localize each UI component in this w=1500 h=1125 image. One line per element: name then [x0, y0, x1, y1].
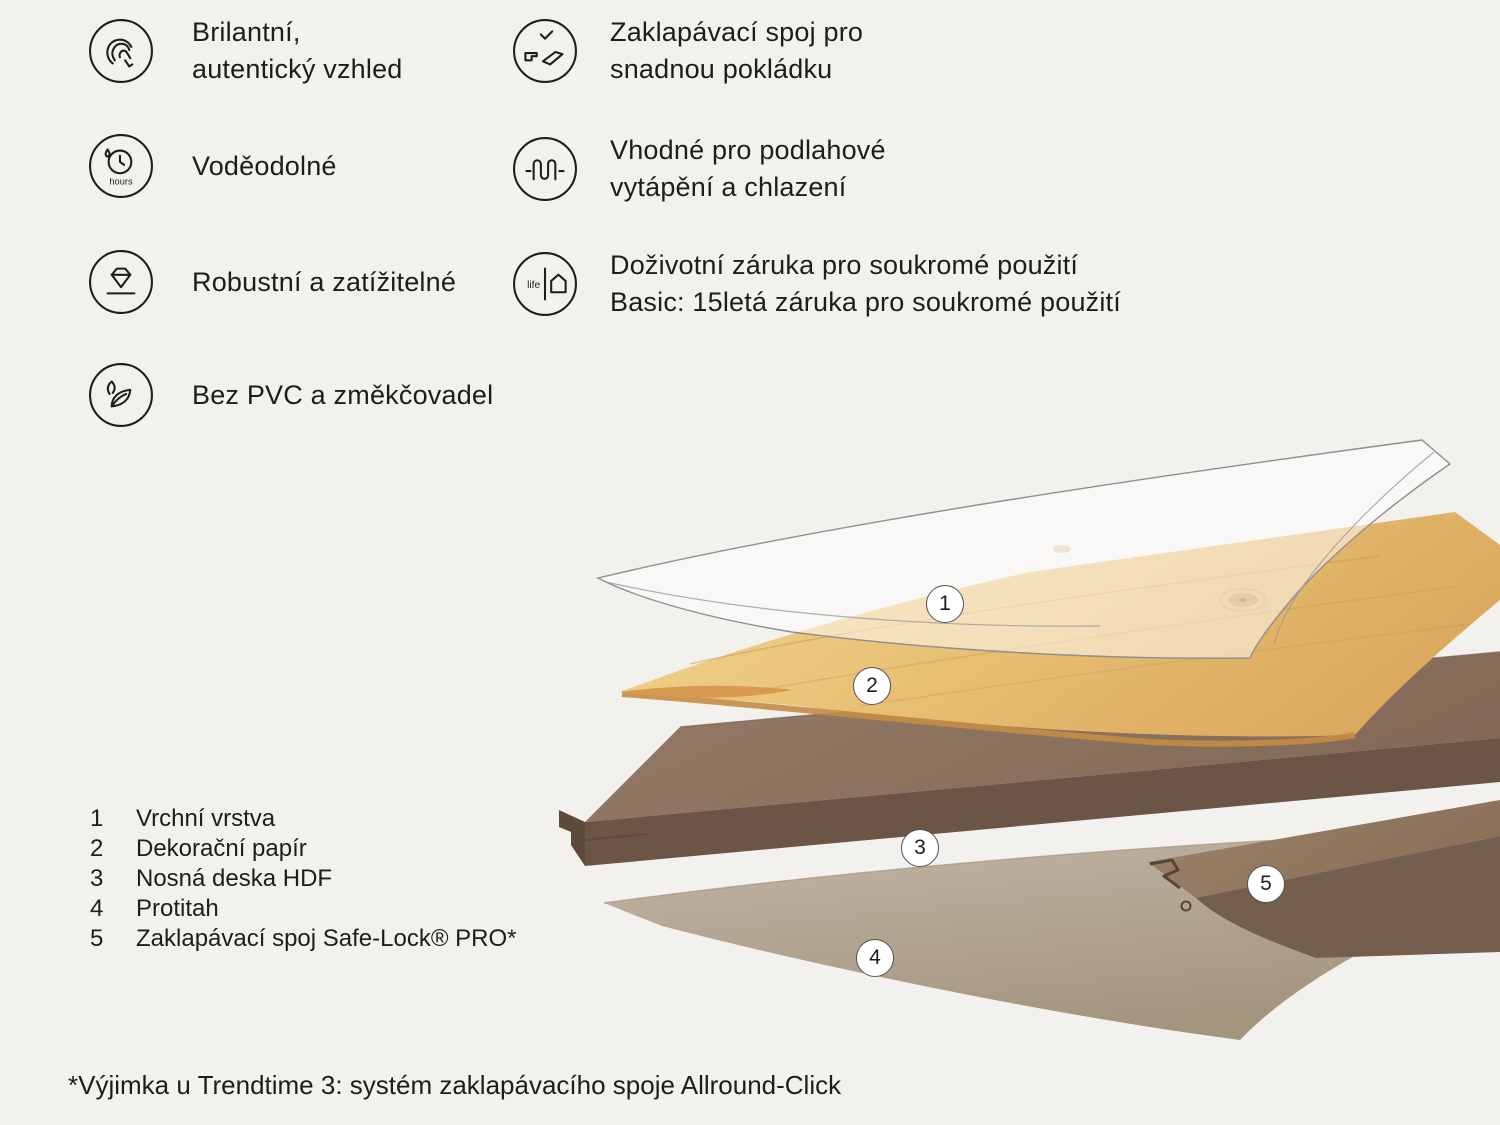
legend-label: Nosná deska HDF	[136, 865, 333, 892]
legend-number: 2	[90, 835, 104, 862]
feature-label: Voděodolné	[192, 148, 337, 185]
feature-floor-heating: Vhodné pro podlahové vytápění a chlazení	[512, 132, 886, 206]
feature-water-resistant: hours Voděodolné	[88, 133, 337, 199]
feature-line: Basic: 15letá záruka pro soukromé použit…	[610, 287, 1121, 317]
layer-top-transparent	[596, 439, 1452, 659]
lifetime-warranty-icon: life	[512, 251, 578, 317]
feature-label: Doživotní záruka pro soukromé použití Ba…	[610, 247, 1121, 321]
layer-legend: 1 Vrchní vrstva 2 Dekorační papír 3 Nosn…	[90, 804, 517, 954]
feature-line: vytápění a chlazení	[610, 172, 847, 202]
legend-number: 3	[90, 865, 104, 892]
feature-line: Vhodné pro podlahové	[610, 135, 886, 165]
layer-badge-5-label: 5	[1260, 872, 1272, 895]
plank-joint-piece	[1148, 800, 1500, 958]
feature-label: Vhodné pro podlahové vytápění a chlazení	[610, 132, 886, 206]
water-icon-label: hours	[109, 177, 133, 187]
floor-heating-icon	[512, 136, 578, 202]
feature-line: autentický vzhled	[192, 54, 403, 84]
layer-badge-2-label: 2	[866, 674, 878, 697]
feature-line: Doživotní záruka pro soukromé použití	[610, 250, 1079, 280]
layer-badge-1: 1	[926, 585, 964, 623]
feature-line: snadnou pokládku	[610, 54, 833, 84]
legend-item-4: 4 Protitah	[90, 894, 517, 924]
feature-click-joint: Zaklapávací spoj pro snadnou pokládku	[512, 14, 863, 88]
water-resistance-icon: hours	[88, 133, 154, 199]
legend-item-2: 2 Dekorační papír	[90, 834, 517, 864]
legend-label: Dekorační papír	[136, 835, 307, 862]
layer-badge-3-label: 3	[914, 836, 926, 859]
diamond-icon	[88, 249, 154, 315]
legend-label: Vrchní vrstva	[136, 805, 276, 832]
feature-label: Brilantní, autentický vzhled	[192, 14, 403, 88]
feature-line: Voděodolné	[192, 150, 337, 181]
layer-badge-3: 3	[901, 829, 939, 867]
fingerprint-icon	[88, 18, 154, 84]
legend-item-5: 5 Zaklapávací spoj Safe-Lock® PRO*	[90, 924, 517, 954]
legend-number: 5	[90, 925, 104, 952]
warranty-icon-label: life	[527, 280, 540, 291]
footnote: *Výjimka u Trendtime 3: systém zaklapáva…	[68, 1070, 842, 1100]
legend-label: Zaklapávací spoj Safe-Lock® PRO*	[136, 925, 517, 952]
feature-label: Bez PVC a změkčovadel	[192, 377, 493, 414]
feature-lifetime-warranty: life Doživotní záruka pro soukromé použi…	[512, 247, 1121, 321]
feature-label: Robustní a zatížitelné	[192, 264, 456, 301]
click-joint-icon	[512, 18, 578, 84]
layer-badge-2: 2	[853, 667, 891, 705]
legend-item-3: 3 Nosná deska HDF	[90, 864, 517, 894]
feature-line: Bez PVC a změkčovadel	[192, 379, 494, 410]
layer-badge-4: 4	[856, 939, 894, 977]
legend-label: Protitah	[136, 895, 219, 922]
feature-label: Zaklapávací spoj pro snadnou pokládku	[610, 14, 863, 88]
feature-authentic-look: Brilantní, autentický vzhled	[88, 14, 403, 88]
feature-robust: Robustní a zatížitelné	[88, 249, 456, 315]
feature-pvc-free: Bez PVC a změkčovadel	[88, 362, 493, 428]
legend-number: 1	[90, 805, 104, 832]
leaf-icon	[88, 362, 154, 428]
feature-line: Zaklapávací spoj pro	[610, 17, 864, 47]
layer-badge-4-label: 4	[869, 946, 881, 969]
legend-item-1: 1 Vrchní vrstva	[90, 804, 517, 834]
feature-line: Brilantní,	[192, 17, 301, 47]
feature-line: Robustní a zatížitelné	[192, 266, 457, 297]
layer-badge-5: 5	[1247, 865, 1285, 903]
legend-number: 4	[90, 895, 104, 922]
layer-badge-1-label: 1	[939, 592, 951, 615]
